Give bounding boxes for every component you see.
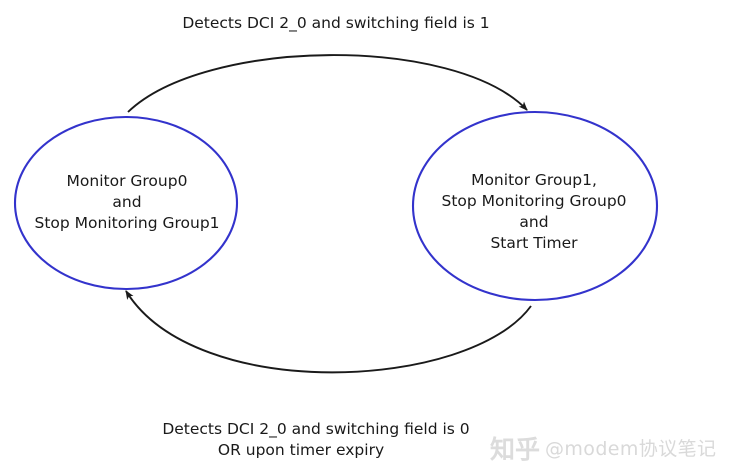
transition-right-to-left-arc (125, 290, 532, 374)
state-left-label-line-2: and (112, 193, 141, 211)
state-left-label-line-3: Stop Monitoring Group1 (34, 214, 219, 232)
state-right-label-line-4: Start Timer (490, 234, 578, 252)
transition-left-to-right[interactable]: Detects DCI 2_0 and switching field is 1 (127, 14, 528, 113)
transition-right-to-left-label-line-1: Detects DCI 2_0 and switching field is 0 (162, 420, 469, 439)
state-right-label-line-1: Monitor Group1, (471, 171, 597, 189)
watermark-handle: @modem协议笔记 (545, 438, 716, 460)
state-left-label-line-1: Monitor Group0 (67, 172, 188, 190)
zhihu-logo-icon: 知乎 (490, 435, 540, 464)
transition-left-to-right-label: Detects DCI 2_0 and switching field is 1 (182, 14, 489, 33)
state-node-monitor-group1[interactable]: Monitor Group1, Stop Monitoring Group0 a… (411, 110, 659, 302)
state-right-label-line-2: Stop Monitoring Group0 (441, 192, 626, 210)
state-node-monitor-group0[interactable]: Monitor Group0 and Stop Monitoring Group… (13, 115, 239, 291)
state-left-ellipse (13, 115, 239, 291)
transition-left-to-right-arc (127, 54, 528, 113)
watermark: 知乎 @modem协议笔记 (490, 435, 716, 464)
state-right-label-line-3: and (519, 213, 548, 231)
transition-right-to-left-label-line-2: OR upon timer expiry (218, 441, 384, 459)
state-right-ellipse (411, 110, 659, 302)
transition-right-to-left[interactable]: Detects DCI 2_0 and switching field is 0… (125, 290, 532, 459)
